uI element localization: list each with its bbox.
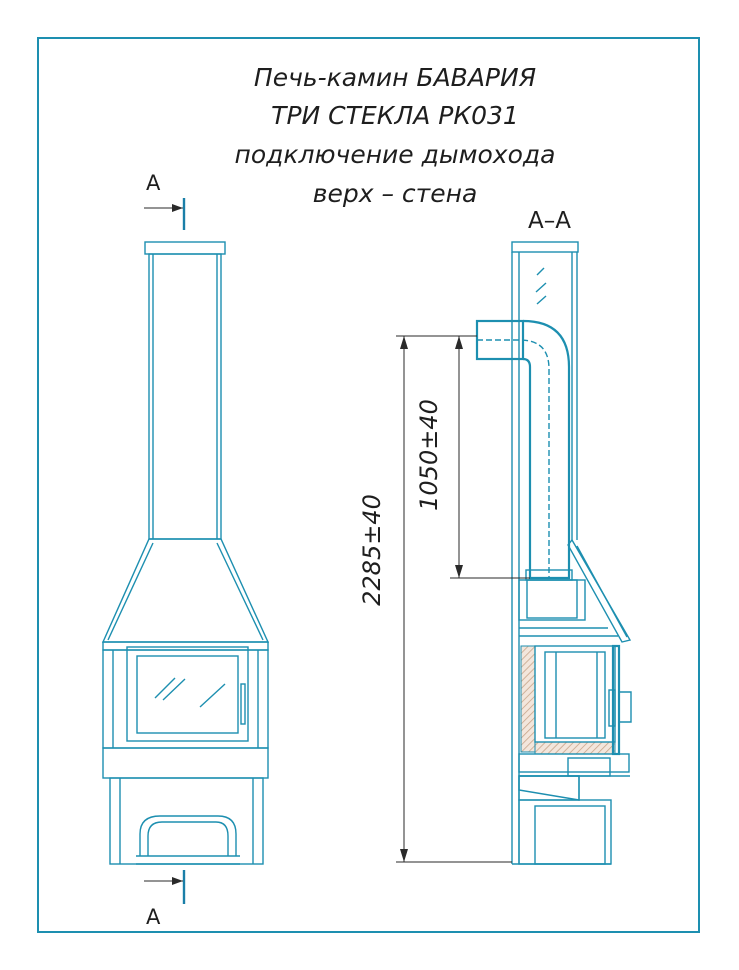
section-view	[475, 241, 632, 865]
door-handle	[240, 683, 246, 725]
flue-elbow	[522, 319, 571, 580]
sheet-frame	[37, 37, 700, 933]
dimension-total-height: 2285±40	[358, 335, 512, 863]
dimension-flue-height-text: 1050±40	[415, 399, 443, 511]
title-line-4: верх – стена	[313, 179, 478, 208]
title-line-3: подключение дымохода	[235, 140, 556, 169]
door-handle-side	[619, 691, 632, 723]
section-marker-top-label: A	[146, 171, 161, 195]
dimension-flue-height: 1050±40	[415, 336, 530, 579]
door-glass	[136, 655, 239, 734]
dimension-total-height-text: 2285±40	[358, 494, 386, 606]
title-block: Печь-камин БАВАРИЯ ТРИ СТЕКЛА РК031 подк…	[235, 63, 556, 208]
front-view	[101, 241, 270, 865]
firebox-door	[126, 646, 249, 742]
section-view-label: A–A	[528, 208, 571, 234]
insulation-layer	[520, 645, 536, 753]
section-marker-top: A	[144, 171, 186, 230]
title-line-2: ТРИ СТЕКЛА РК031	[271, 101, 519, 130]
section-marker-bottom: A	[144, 870, 186, 929]
section-marker-bottom-label: A	[146, 905, 161, 929]
log-niche	[139, 815, 237, 856]
title-line-1: Печь-камин БАВАРИЯ	[254, 63, 536, 92]
